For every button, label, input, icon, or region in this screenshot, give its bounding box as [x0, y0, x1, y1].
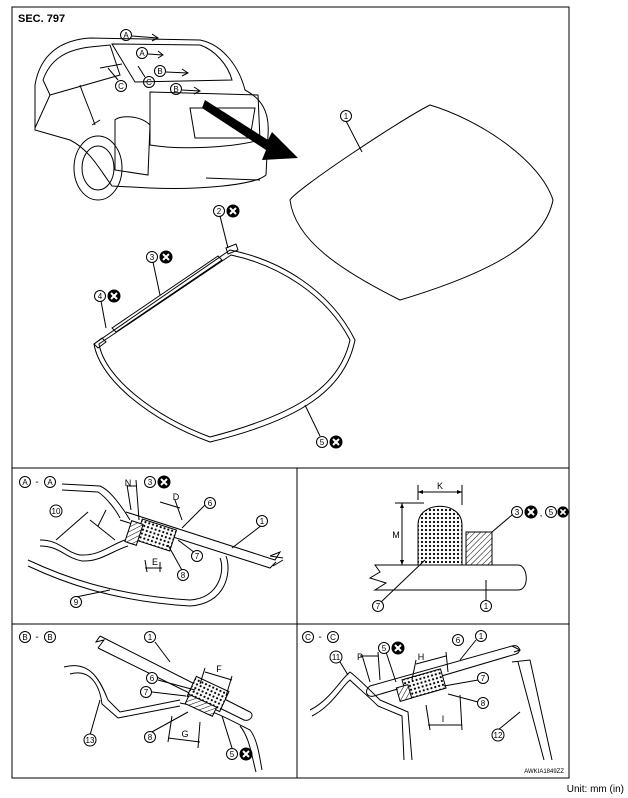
- figure-id: AWKIA1849ZZ: [524, 769, 564, 775]
- unit-note: Unit: mm (in): [567, 784, 624, 795]
- section-label: SEC. 797: [18, 13, 65, 25]
- svg-text:5: 5: [230, 750, 235, 759]
- svg-text:G: G: [181, 729, 188, 739]
- svg-text:A: A: [22, 478, 28, 487]
- svg-text:B: B: [22, 633, 27, 642]
- svg-text:8: 8: [181, 571, 186, 580]
- replace-symbol-icon: [557, 505, 569, 519]
- replace-symbol-icon: [157, 475, 171, 489]
- svg-text:B: B: [157, 67, 162, 76]
- svg-text:10: 10: [52, 507, 61, 516]
- svg-text:7: 7: [195, 552, 200, 561]
- replace-symbol-icon: [107, 289, 121, 303]
- svg-text:11: 11: [332, 653, 341, 662]
- svg-text:13: 13: [86, 736, 95, 745]
- svg-text:A: A: [123, 31, 129, 40]
- svg-text:12: 12: [494, 731, 503, 740]
- svg-text:E: E: [152, 557, 158, 567]
- svg-text:1: 1: [484, 602, 489, 611]
- replace-symbol-icon: [226, 204, 240, 218]
- svg-text:M: M: [392, 530, 400, 540]
- svg-text:A: A: [47, 478, 53, 487]
- svg-text:F: F: [216, 664, 222, 674]
- svg-text:7: 7: [481, 674, 486, 683]
- svg-text:1: 1: [260, 517, 265, 526]
- svg-text:6: 6: [150, 674, 155, 683]
- svg-text:C: C: [305, 633, 311, 642]
- diagram-frame: [11, 6, 570, 779]
- svg-text:3: 3: [148, 478, 153, 487]
- svg-text:N: N: [125, 478, 132, 488]
- bead-detail: K M 3 , 5 7 1: [368, 481, 569, 612]
- svg-text:3: 3: [150, 253, 155, 262]
- svg-text:1: 1: [148, 633, 153, 642]
- svg-text:7: 7: [144, 688, 149, 697]
- svg-text:6: 6: [456, 636, 461, 645]
- car-illustration: [34, 37, 269, 201]
- svg-text:-: -: [35, 477, 38, 488]
- molding-callouts: 2 3 4 5: [94, 204, 343, 449]
- svg-text:C: C: [146, 78, 152, 87]
- car-view-markers: A A B B C C: [99, 29, 201, 95]
- svg-text:7: 7: [376, 602, 381, 611]
- svg-text:C: C: [118, 82, 124, 91]
- molding-frame: [93, 243, 356, 443]
- svg-text:D: D: [173, 492, 180, 502]
- svg-text:-: -: [35, 632, 38, 643]
- section-a-a: A - A: [19, 475, 284, 608]
- svg-text:I: I: [442, 714, 445, 724]
- svg-text:,: ,: [540, 508, 543, 518]
- svg-text:B: B: [173, 85, 178, 94]
- section-b-b: B - B F G 1: [19, 631, 263, 773]
- svg-text:A: A: [139, 49, 145, 58]
- svg-text:2: 2: [217, 207, 222, 216]
- replace-symbol-icon: [391, 641, 405, 655]
- callout-glass: 1: [344, 112, 349, 121]
- install-arrow: [202, 100, 298, 160]
- replace-symbol-icon: [159, 250, 173, 264]
- svg-text:H: H: [418, 652, 425, 662]
- svg-text:5: 5: [382, 644, 387, 653]
- svg-text:9: 9: [74, 598, 79, 607]
- svg-text:5: 5: [320, 438, 325, 447]
- svg-text:3: 3: [515, 508, 520, 517]
- replace-symbol-icon: [524, 505, 538, 519]
- svg-text:K: K: [437, 481, 443, 491]
- svg-text:-: -: [318, 632, 321, 643]
- svg-text:8: 8: [148, 733, 153, 742]
- section-c-c: C - C P: [302, 630, 553, 761]
- svg-text:8: 8: [481, 699, 486, 708]
- svg-text:1: 1: [479, 632, 484, 641]
- svg-text:6: 6: [208, 499, 213, 508]
- rear-window-glass: [289, 104, 554, 301]
- svg-text:C: C: [330, 633, 336, 642]
- svg-text:4: 4: [98, 292, 103, 301]
- replace-symbol-icon: [329, 435, 343, 449]
- svg-text:B: B: [47, 633, 52, 642]
- svg-text:5: 5: [549, 508, 554, 517]
- replace-symbol-icon: [239, 747, 253, 761]
- svg-text:P: P: [357, 652, 363, 662]
